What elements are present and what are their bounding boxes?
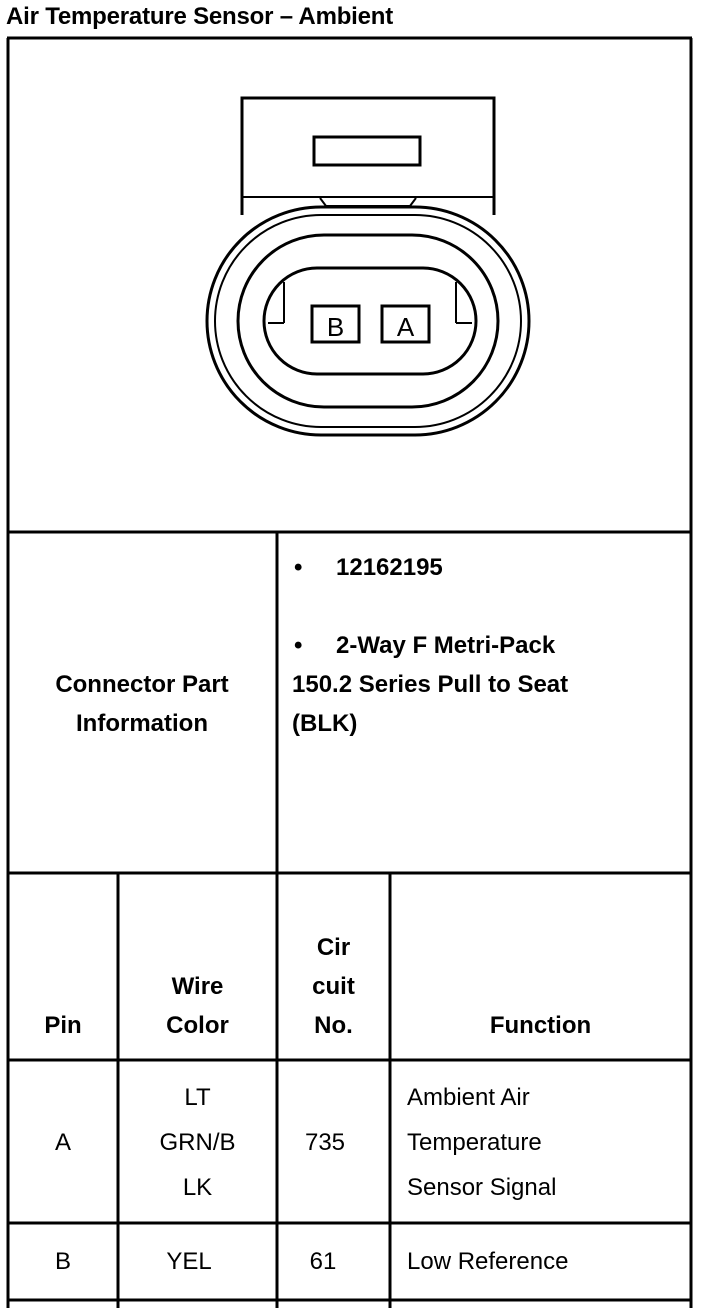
row-a-wire-color-line1: LT xyxy=(184,1084,211,1111)
connector-outer-body xyxy=(205,205,531,437)
connector-label-line2: Information xyxy=(76,710,208,737)
header-pin: Pin xyxy=(44,1012,82,1039)
row-a-function-line2: Temperature xyxy=(407,1129,542,1156)
pin-a-label: A xyxy=(397,312,415,342)
row-b-function: Low Reference xyxy=(407,1248,569,1275)
header-circuit-no: Cir cuit No. xyxy=(279,928,388,1045)
header-function: Function xyxy=(489,1012,592,1039)
connector-part-details: • 12162195 • 2-Way F Metri-Pack 150.2 Se… xyxy=(292,548,688,743)
header-wire-color: Wire Color xyxy=(120,967,275,1045)
row-a-function: Ambient Air Temperature Sensor Signal xyxy=(407,1075,687,1210)
row-b-pin: B xyxy=(54,1248,71,1275)
connector-label-line1: Connector Part xyxy=(55,671,229,698)
header-wire-color-line1: Wire xyxy=(171,973,224,1000)
header-circuit-line3: No. xyxy=(314,1012,353,1039)
bullet-icon: • xyxy=(294,554,303,581)
pin-b-label: B xyxy=(327,312,344,342)
row-a-wire-color-line3: LK xyxy=(182,1174,213,1201)
connector-latch-housing xyxy=(240,96,496,215)
row-a-wire-color-line2: GRN/B xyxy=(159,1129,236,1156)
row-a-circuit: 735 xyxy=(304,1129,346,1156)
bullet-icon: • xyxy=(294,632,303,659)
part-description-line2: 150.2 Series Pull to Seat xyxy=(292,671,569,698)
row-a-pin: A xyxy=(54,1129,71,1156)
part-description-line1: 2-Way F Metri-Pack xyxy=(336,632,556,659)
connector-latch-slot xyxy=(312,135,422,167)
part-number: 12162195 xyxy=(336,554,443,581)
row-a-function-line1: Ambient Air xyxy=(407,1084,530,1111)
row-a-function-line3: Sensor Signal xyxy=(407,1174,557,1201)
header-circuit-line1: Cir xyxy=(316,934,351,961)
header-wire-color-line2: Color xyxy=(166,1012,229,1039)
row-b-wire-color: YEL xyxy=(166,1248,212,1275)
pin-b-box xyxy=(310,304,361,344)
connector-part-info-label: Connector Part Information xyxy=(8,665,276,743)
connector-cavity xyxy=(262,266,478,376)
pin-a-box xyxy=(380,304,431,344)
part-number-item: • 12162195 xyxy=(292,548,688,587)
row-a-wire-color: LT GRN/B LK xyxy=(120,1075,275,1210)
row-b-circuit: 61 xyxy=(309,1248,337,1275)
part-description-line3: (BLK) xyxy=(292,710,358,737)
connector-drawing xyxy=(205,96,531,437)
header-circuit-line2: cuit xyxy=(312,973,355,1000)
part-description-item: • 2-Way F Metri-Pack xyxy=(292,626,688,665)
page-title: Air Temperature Sensor – Ambient xyxy=(6,3,394,30)
